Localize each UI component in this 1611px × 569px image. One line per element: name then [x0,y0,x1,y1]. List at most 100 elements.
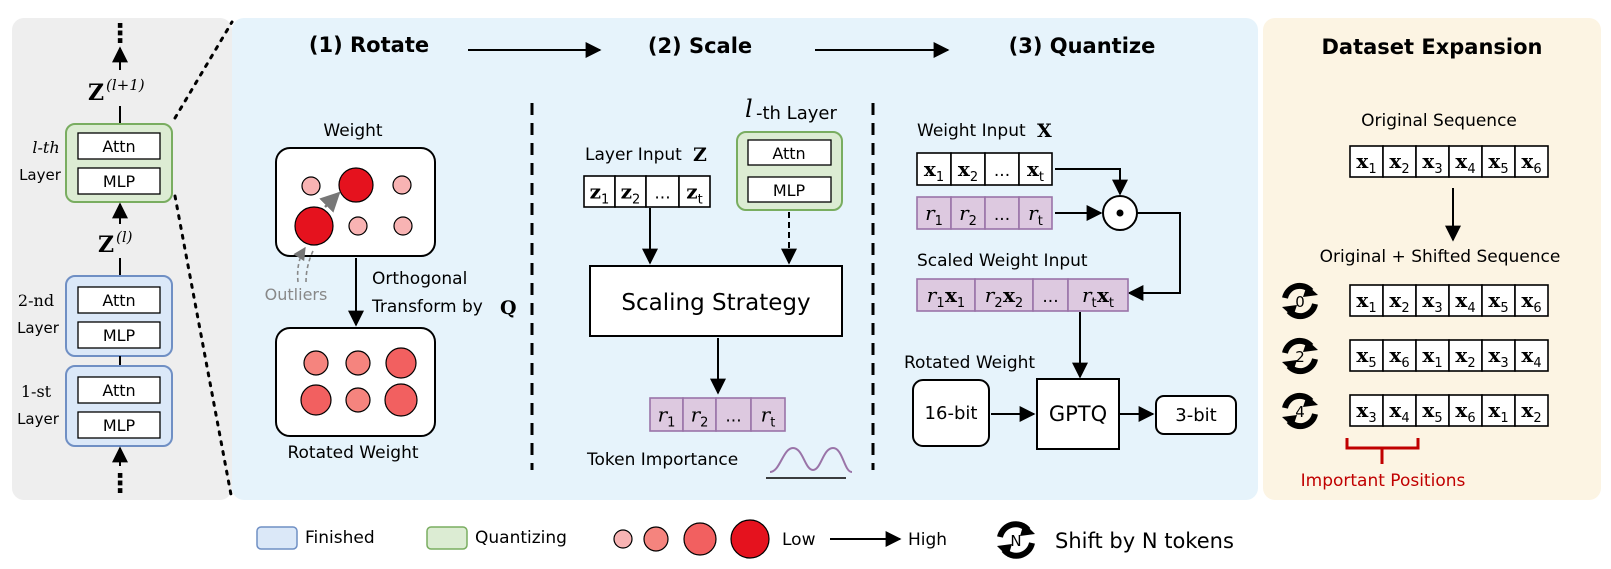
scaling-strategy-box [589,265,843,337]
layer-input-label: Layer Input Z [585,144,707,166]
right-panel-bg [1263,18,1601,500]
svg-text:Shift by N tokens: Shift by N tokens [1055,529,1234,553]
svg-text:1-st: 1-st [21,382,52,401]
importance-token-row: r1 r2 ...rt [649,397,786,432]
layer-2nd: 2-nd Layer Attn MLP [17,275,173,357]
rx-token: rt xt [1067,278,1129,312]
z-token: ... [645,175,680,208]
sequence-token: x1 [1422,343,1442,371]
sequence-token: x4 [1521,343,1541,371]
svg-text:Finished: Finished [305,528,375,548]
layer-lth: l-th Layer Attn MLP [19,123,173,203]
sequence-row: x1 x2 x3 x4 x5 x6 [1349,284,1549,317]
x-token-label: xt [1027,157,1044,185]
rotated-weight-box [275,327,436,437]
r-token: r1 [916,196,952,230]
r-token-label: rt [761,403,776,431]
rotated-dot [384,383,418,417]
shift-icon: 4 [1282,392,1318,430]
z-token-label: z1 [590,180,610,208]
sequence-token: x2 [1521,398,1541,426]
svg-text:N: N [1010,532,1021,550]
sequence-token: x1 [1356,149,1376,177]
svg-text:X: X [1037,120,1052,142]
weight-dot [294,206,334,246]
svg-text:Scaling Strategy: Scaling Strategy [621,290,810,316]
r-token: r1 [649,397,684,432]
svg-text:Orthogonal: Orthogonal [372,269,467,289]
sequence-token: x4 [1389,398,1409,426]
shift-amount: 0 [1295,293,1305,311]
sequence-token: x6 [1521,288,1541,316]
original-sequence: x1 x2 x3 x4 x5 x6 [1349,145,1549,178]
sequence-token: x5 [1488,288,1508,316]
r-token: rt [750,397,786,432]
svg-text:Z: Z [693,144,707,166]
svg-text:Important Positions: Important Positions [1301,471,1466,491]
r-token-label: rt [1028,201,1043,229]
scaled-weight-row: r1 x1 r2 x2 ...rt xt [916,278,1129,312]
svg-text:Quantizing: Quantizing [475,528,567,548]
scale-section: Layer Input Z z1 z2 ...zt l -th Layer At… [583,95,853,479]
svg-text:Layer Input: Layer Input [585,145,682,165]
rotated-dot [300,384,332,416]
sequence-token: x2 [1389,149,1409,177]
z-token-label: z2 [621,180,641,208]
lth-layer-label: l -th Layer [745,95,837,124]
heading-rotate: (1) Rotate [309,33,429,57]
shifted-sequences: 0 x1 x2 x3 x4 x5 x6 2 x5 x6 x1 x2 x3 x4 4 x… [1282,282,1549,430]
sequence-token: x6 [1521,149,1541,177]
weight-input-row: x1 x2 ... xt [916,152,1053,186]
x-token-label: x2 [958,157,978,185]
zoom-line-top [173,20,234,120]
z-token: z2 [614,175,647,208]
x-token: ... [984,152,1020,186]
r-token-label: r1 [925,201,943,229]
shift-amount: 2 [1295,348,1305,366]
sequence-token: x1 [1488,398,1508,426]
x-token-label: ... [994,161,1010,181]
svg-text:Attn: Attn [102,291,135,310]
svg-text:MLP: MLP [103,416,136,435]
sequence-token: x5 [1422,398,1442,426]
zoom-line-bottom [173,194,234,502]
svg-text:Layer: Layer [17,410,60,428]
svg-text:l: l [745,95,753,123]
svg-text:3-bit: 3-bit [1175,405,1216,426]
z-l-plus-1: Z (l+1) [88,76,145,106]
svg-text:Original + Shifted Sequence: Original + Shifted Sequence [1320,247,1561,267]
top-dots: ⋮ [107,19,133,49]
sequence-row: x5 x6 x1 x2 x3 x4 [1349,339,1549,372]
r-token-label: r2 [691,403,709,431]
rx-token-label: rt xt [1082,283,1114,311]
svg-text:Weight: Weight [323,121,383,141]
rotated-dot [385,347,417,379]
r-token-label: r2 [959,201,977,229]
svg-text:Weight Input: Weight Input [917,121,1026,141]
z-token-row: z1 z2 ...zt [583,175,711,208]
x-token: xt [1018,152,1053,186]
svg-text:Layer: Layer [19,166,62,184]
importance-curve [769,446,853,473]
sequence-token: x6 [1455,398,1475,426]
svg-text:GPTQ: GPTQ [1049,402,1107,426]
sequence-token: x1 [1356,288,1376,316]
quantize-section: Weight Input X x1 x2 ...xt r1 r2 ...rt S… [904,120,1237,450]
gptq-box [1036,378,1120,450]
shift-amount: 4 [1295,403,1305,421]
rx-token-label: r2 x2 [985,283,1023,311]
r-token: r2 [682,397,717,432]
svg-text:-th Layer: -th Layer [756,103,837,124]
rx-token-label: ... [1042,287,1058,307]
svg-text:(l): (l) [116,228,133,246]
svg-text:Original Sequence: Original Sequence [1361,111,1517,131]
shift-icon: 0 [1282,282,1318,320]
svg-text:Rotated Weight: Rotated Weight [904,353,1035,373]
sequence-token: x5 [1488,149,1508,177]
r-token-label: r1 [658,403,676,431]
weight-dot [392,175,412,195]
sequence-token: x2 [1455,343,1475,371]
x-token-label: x1 [924,157,944,185]
r-token-label: ... [994,205,1010,225]
